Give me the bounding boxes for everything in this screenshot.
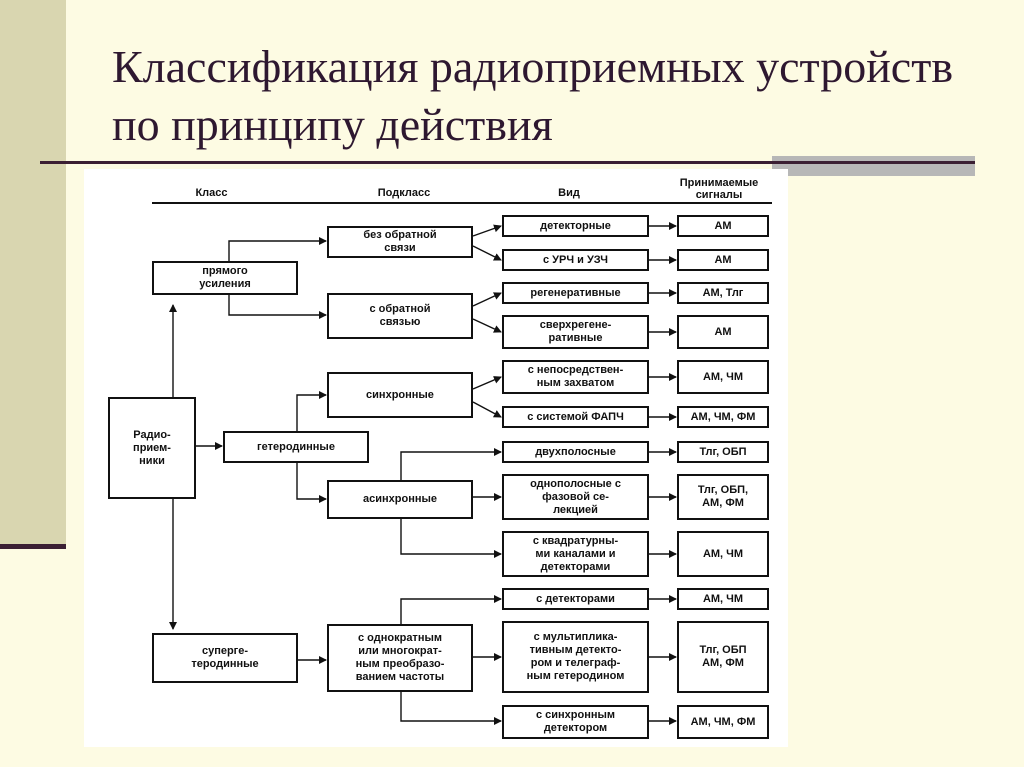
- arrow-type-1: [472, 245, 502, 261]
- signals-4: АМ, ЧМ: [677, 360, 769, 394]
- type-with-detectors: с детекторами: [502, 588, 649, 610]
- arrow-het-async: [296, 463, 327, 503]
- class-direct: прямого усиления: [152, 261, 298, 295]
- root-box: Радио- прием- ники: [108, 397, 196, 499]
- signals-11: АМ, ЧМ, ФМ: [677, 705, 769, 739]
- subclass-no-feedback: без обратной связи: [327, 226, 473, 258]
- type-single-sideband: однополосные с фазовой се- лекцией: [502, 474, 649, 520]
- signals-8: АМ, ЧМ: [677, 531, 769, 577]
- left-decor-bar: [0, 0, 66, 544]
- header-signals: Принимаемые сигналы: [679, 177, 759, 201]
- arrow-direct-fb: [228, 293, 327, 319]
- type-regenerative: регенеративные: [502, 282, 649, 304]
- left-decor-line: [0, 544, 66, 549]
- type-rf-af-amp: с УРЧ и УЗЧ: [502, 249, 649, 271]
- type-synchronous-detector: с синхронным детектором: [502, 705, 649, 739]
- arrow-type-4: [472, 376, 502, 390]
- type-multiplicative: с мультиплика- тивным детекто- ром и тел…: [502, 621, 649, 693]
- arrow-type-5: [472, 401, 502, 418]
- subclass-asynchronous: асинхронные: [327, 480, 473, 519]
- signals-6: Тлг, ОБП: [677, 441, 769, 463]
- arrow-direct-nofb: [228, 237, 327, 261]
- arrow-type-8: [400, 519, 502, 558]
- class-heterodyne: гетеродинные: [223, 431, 369, 463]
- class-superheterodyne: суперге- теродинные: [152, 633, 298, 683]
- arrow-type-3: [472, 318, 502, 333]
- signals-1: АМ: [677, 249, 769, 271]
- header-class: Класс: [195, 187, 228, 199]
- signals-0: АМ: [677, 215, 769, 237]
- signals-9: АМ, ЧМ: [677, 588, 769, 610]
- header-type: Вид: [558, 187, 580, 199]
- type-quadrature: с квадратурны- ми каналами и детекторами: [502, 531, 649, 577]
- title-rule-shadow: [772, 156, 975, 176]
- subclass-feedback: с обратной связью: [327, 293, 473, 339]
- signals-5: АМ, ЧМ, ФМ: [677, 406, 769, 428]
- type-signal-arrows: [649, 222, 677, 725]
- arrow-type-9: [400, 595, 502, 626]
- signals-2: АМ, Тлг: [677, 282, 769, 304]
- classification-diagram: Класс Подкласс Вид Принимаемые сигналы Р…: [84, 169, 788, 747]
- arrow-type-2: [472, 292, 502, 307]
- signals-3: АМ: [677, 315, 769, 349]
- connector-lines: [152, 202, 772, 725]
- type-direct-capture: с непосредствен- ным захватом: [502, 360, 649, 394]
- arrow-type-6: [400, 448, 502, 480]
- subclass-freq-conversion: с однократным или многократ- ным преобра…: [327, 624, 473, 692]
- title-rule: [40, 161, 975, 164]
- arrow-type-0: [472, 224, 502, 237]
- page-title: Классификация радиоприемных устройств по…: [112, 41, 954, 150]
- type-double-sideband: двухполосные: [502, 441, 649, 463]
- subclass-synchronous: синхронные: [327, 372, 473, 418]
- header-subclass: Подкласс: [377, 187, 431, 199]
- arrow-het-sync: [296, 391, 327, 431]
- type-superregenerative: сверхрегене- ративные: [502, 315, 649, 349]
- type-pll: с системой ФАПЧ: [502, 406, 649, 428]
- signals-10: Тлг, ОБП АМ, ФМ: [677, 621, 769, 693]
- type-detector: детекторные: [502, 215, 649, 237]
- arrow-type-11: [400, 692, 502, 725]
- signals-7: Тлг, ОБП, АМ, ФМ: [677, 474, 769, 520]
